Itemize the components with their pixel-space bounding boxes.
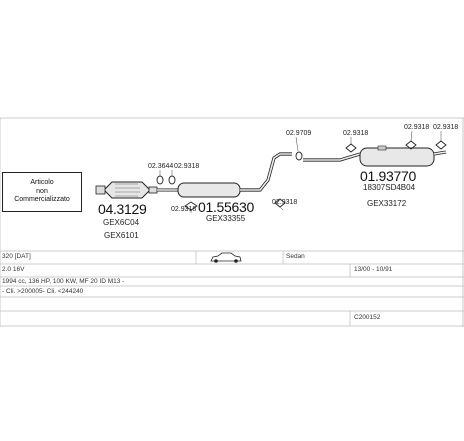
vehicle-spec: 1994 cc, 136 HP, 100 KW, MF 20 ID M13 - xyxy=(2,278,125,285)
not-commercialized-notice: Articolo non Commercializzato xyxy=(2,172,82,212)
hanger-rear-2 xyxy=(405,140,417,150)
middle-silencer-part-number: 01.55630 xyxy=(198,199,254,215)
middle-silencer xyxy=(157,152,292,198)
clamp-1 xyxy=(184,201,198,211)
vehicle-model: 320 [DAT] xyxy=(2,253,31,260)
rear-silencer-part-number: 01.93770 xyxy=(360,168,416,184)
fitting-code-label: 02.9709 xyxy=(286,130,312,137)
fitting-code-label: 02.9318 xyxy=(404,124,430,131)
front-cat-ref: GEX6C04 xyxy=(103,218,140,227)
hanger-middle xyxy=(274,198,286,208)
middle-silencer-ref: GEX33355 xyxy=(206,214,246,223)
front-catalytic-converter xyxy=(95,181,158,199)
vehicle-body-type: Sedan xyxy=(286,253,305,260)
gasket-1 xyxy=(156,175,176,185)
hanger-rear-1 xyxy=(345,143,357,153)
rear-silencer-ref: 18307SD4B04 xyxy=(363,183,416,192)
fitting-code-label: 02.3644 xyxy=(148,163,174,170)
hanger-rear-3 xyxy=(435,140,447,150)
fitting-code-label: 02.9318 xyxy=(433,124,459,131)
info-table-lines xyxy=(0,250,464,327)
sedan-car-icon xyxy=(210,252,242,263)
vehicle-mileage-range: - Cli. >200005- Cli. <244240 xyxy=(2,288,84,295)
leader-lines xyxy=(159,130,442,213)
catalog-code: C200152 xyxy=(354,314,381,321)
fitting-code-label: 02.9318 xyxy=(174,163,200,170)
vehicle-years: 13/00 - 10/91 xyxy=(354,266,393,273)
rear-silencer-ref-2: GEX33172 xyxy=(367,199,407,208)
front-cat-part-number: 04.3129 xyxy=(98,201,147,217)
notice-line-2: non xyxy=(36,187,48,195)
fitting-code-label: 02.9318 xyxy=(272,199,298,206)
notice-line-3: Commercializzato xyxy=(14,196,70,203)
fitting-code-label: 02.9318 xyxy=(171,206,197,213)
front-cat-ref-2: GEX6101 xyxy=(104,231,139,240)
rear-silencer xyxy=(295,145,447,167)
notice-line-1: Articolo xyxy=(30,179,54,186)
fitting-code-label: 02.9318 xyxy=(343,130,369,137)
vehicle-engine: 2.0 16V xyxy=(2,266,25,273)
